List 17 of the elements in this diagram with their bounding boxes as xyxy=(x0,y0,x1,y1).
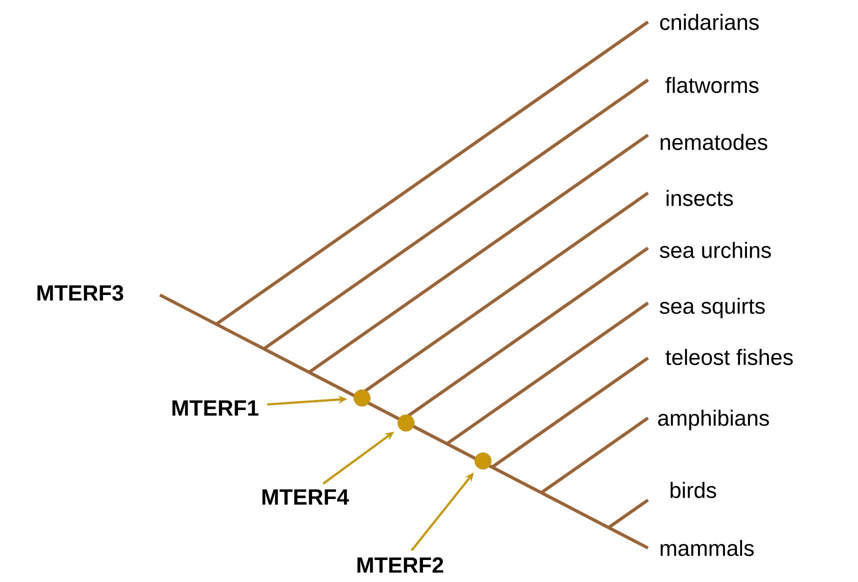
gene-label: MTERF3 xyxy=(37,285,124,301)
taxon-label: amphibians xyxy=(658,410,769,430)
gene-dot xyxy=(474,452,492,470)
gene-label: MTERF4 xyxy=(262,489,349,505)
taxon-label: flatworms xyxy=(666,76,759,94)
gene-label: MTERF1 xyxy=(172,400,258,416)
gene-dot xyxy=(398,414,414,432)
taxon-label: nematodes xyxy=(660,134,768,150)
taxon-label: teleost fishes xyxy=(666,348,793,366)
taxon-label: birds xyxy=(670,482,716,498)
taxon-label: insects xyxy=(666,190,733,206)
taxon-label: cnidarians xyxy=(660,14,759,30)
taxon-label: mammals xyxy=(660,540,754,556)
gene-dot xyxy=(354,390,370,406)
gene-label: MTERF2 xyxy=(357,557,444,573)
taxon-label: sea squirts xyxy=(660,298,765,318)
taxon-label: sea urchins xyxy=(660,242,771,258)
